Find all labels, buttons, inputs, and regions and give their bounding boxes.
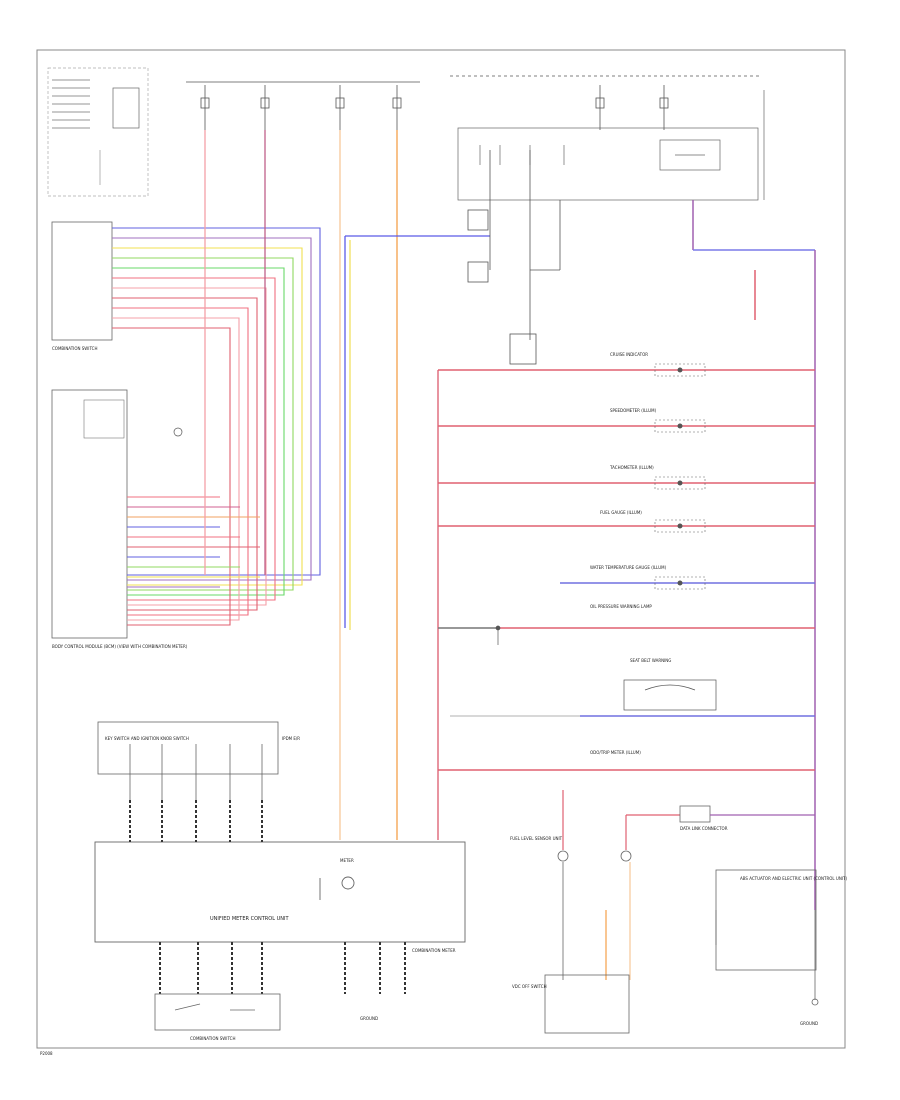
meter-lamp-dot — [677, 423, 683, 429]
right-label-3: FUEL GAUGE (ILLUM) — [600, 510, 642, 515]
data-link-label: DATA LINK CONNECTOR — [680, 826, 728, 831]
meter-lamp-symbol — [654, 476, 706, 490]
key-switch-block — [97, 721, 279, 800]
abs-label: ABS ACTUATOR AND ELECTRIC UNIT (CONTROL … — [740, 876, 847, 881]
right-label-7: ODO/TRIP METER (ILLUM) — [590, 750, 641, 755]
combination-switch-block — [51, 221, 113, 341]
meter-lamp-symbol — [654, 363, 706, 377]
diagram-frame — [36, 49, 846, 1049]
harness-wire — [112, 297, 258, 611]
right-bus-wires — [437, 200, 816, 910]
top-right-module — [457, 90, 765, 201]
footer-code: P2008 — [40, 1051, 53, 1056]
meter-lamp-dot — [677, 480, 683, 486]
bottom-combination-switch — [154, 993, 281, 1031]
right-labels: CRUISE INDICATOR SPEEDOMETER (ILLUM) TAC… — [590, 352, 671, 755]
right-label-0: CRUISE INDICATOR — [610, 352, 648, 357]
right-label-1: SPEEDOMETER (ILLUM) — [610, 408, 657, 413]
harness-wire — [112, 317, 240, 621]
meter-control-unit — [94, 841, 466, 943]
combination-meter-label: COMBINATION METER — [412, 948, 456, 953]
harness-wire — [112, 277, 276, 601]
harness-wire — [112, 257, 294, 591]
harness-wire — [112, 327, 231, 626]
meter-lamp-symbol — [654, 419, 706, 433]
bcm-block — [51, 389, 183, 639]
harness-wire — [112, 237, 312, 581]
key-switch-label: KEY SWITCH AND IGNITION KNOB SWITCH — [105, 736, 189, 741]
right-label-4: WATER TEMPERATURE GAUGE (ILLUM) — [590, 565, 667, 570]
meter-control-label: UNIFIED METER CONTROL UNIT — [210, 916, 289, 922]
meter-lamp-dot — [677, 367, 683, 373]
right-label-6: SEAT BELT WARNING — [630, 658, 671, 663]
combination-switch-bottom-label: COMBINATION SWITCH — [190, 1036, 235, 1041]
fuse-row — [186, 75, 760, 130]
harness-wire — [112, 227, 321, 576]
meter-sub-label: METER — [340, 858, 354, 863]
seat-belt-switch — [623, 679, 717, 711]
combination-switch-label: COMBINATION SWITCH — [52, 346, 97, 351]
harness-wire — [112, 267, 285, 596]
fuse-feed-wires — [204, 130, 490, 840]
fuel-level-label: FUEL LEVEL SENSOR UNIT — [510, 836, 563, 841]
meter-lamp-dot — [677, 580, 683, 586]
right-label-5: OIL PRESSURE WARNING LAMP — [590, 604, 652, 609]
right-label-2: TACHOMETER (ILLUM) — [609, 465, 654, 470]
ipdm-label: IPDM E/R — [282, 736, 300, 741]
meter-lamp-symbol — [654, 576, 706, 590]
harness-wire — [112, 247, 303, 586]
harness-wire — [112, 287, 267, 606]
meter-lamp-symbol — [654, 519, 706, 533]
ground-left-label: GROUND — [360, 1016, 378, 1021]
bcm-label: BODY CONTROL MODULE (BCM) (VIEW WITH COM… — [52, 644, 188, 649]
harness-wire — [112, 307, 249, 616]
meter-rows — [654, 363, 706, 590]
relay-ground-area — [467, 150, 561, 365]
oil-pressure-branch — [495, 625, 501, 645]
connector-stubs — [129, 800, 406, 994]
vdc-label: VDC OFF SWITCH — [512, 984, 547, 989]
ground-right-label: GROUND — [800, 1021, 818, 1026]
top-left-module — [47, 67, 149, 197]
wire-harness — [112, 227, 321, 626]
meter-lamp-dot — [677, 523, 683, 529]
bottom-right-sensors — [544, 790, 819, 1034]
